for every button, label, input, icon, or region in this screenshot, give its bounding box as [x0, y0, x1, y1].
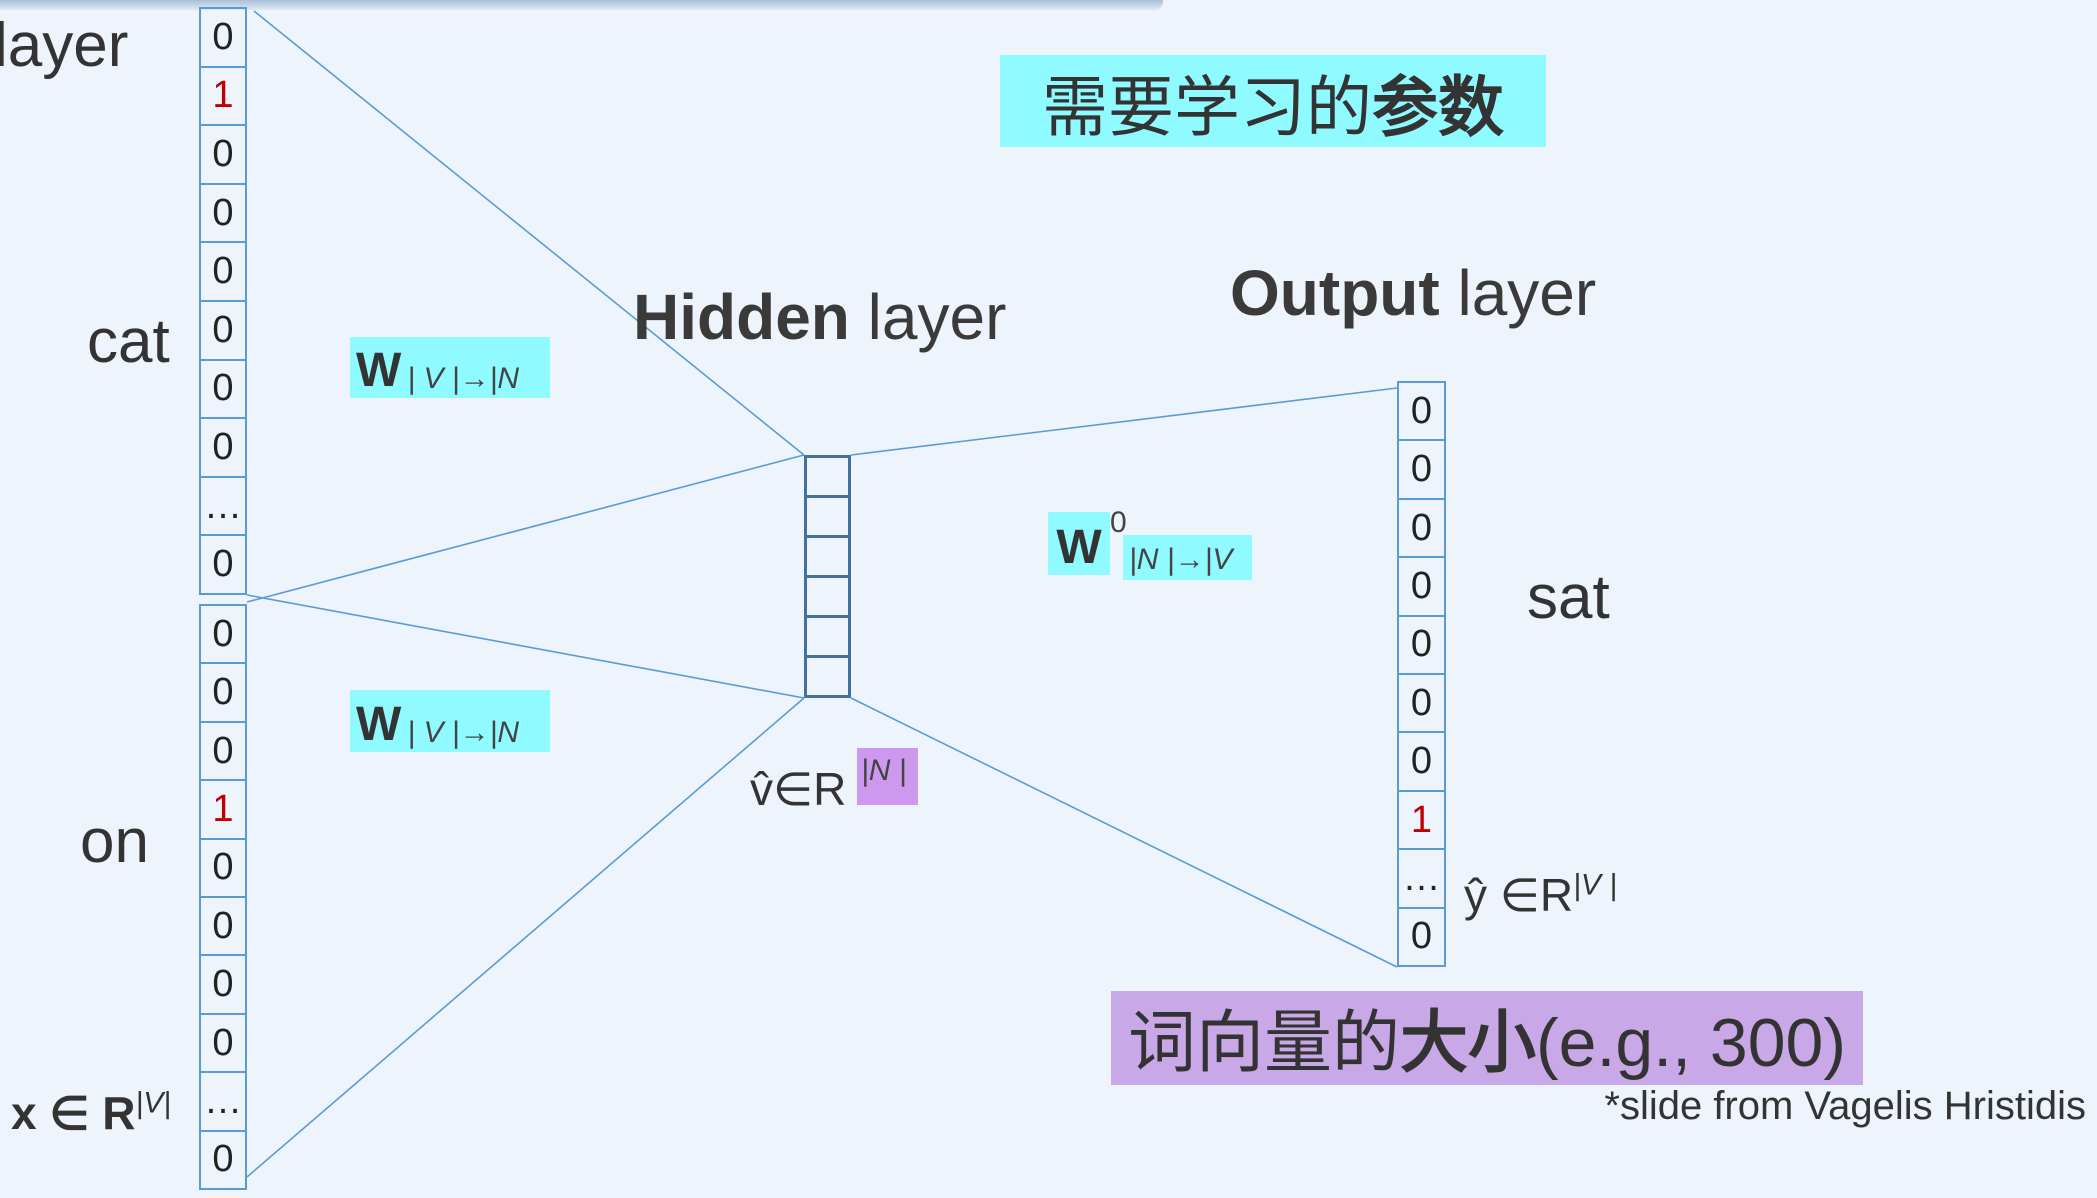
vector-cell: 0 — [1399, 441, 1444, 500]
vector-cell: … — [201, 478, 245, 537]
input-vector-math: x ∈ R|V| — [11, 1086, 171, 1140]
vector-cell: 0 — [201, 126, 245, 185]
vector-cell: 0 — [201, 723, 245, 782]
vector-cell: 0 — [1399, 558, 1444, 617]
word-on: on — [80, 807, 149, 876]
x-sup: |V| — [135, 1086, 172, 1120]
hidden-cell — [807, 538, 848, 578]
w-subscript: | V |→|N — [407, 362, 520, 395]
edge-cat-top-to-hidden — [253, 10, 805, 456]
x-math: x ∈ R — [11, 1087, 136, 1139]
params-normal: 需要学习的 — [1042, 70, 1372, 144]
hidden-cell — [807, 578, 848, 618]
size-bold: 大小 — [1400, 1005, 1537, 1081]
vector-cell: 0 — [201, 361, 245, 420]
y-math: ŷ ∈R — [1464, 869, 1574, 921]
vector-cell: 0 — [1399, 675, 1444, 734]
vector-cell: 0 — [201, 185, 245, 244]
size-normal: 词向量的 — [1128, 1005, 1401, 1081]
hidden-bold: Hidden — [633, 281, 850, 353]
vector-cell: 0 — [201, 419, 245, 478]
slide-credit: *slide from Vagelis Hristidis — [1604, 1084, 2086, 1128]
learned-params-callout: 需要学习的参数 — [1000, 55, 1546, 147]
hidden-dim-highlight: |N | — [857, 748, 918, 805]
w-out-subscript: |N |→|V — [1123, 535, 1252, 580]
vector-cell: 0 — [1410, 915, 1433, 958]
output-vector-math: ŷ ∈R|V | — [1464, 868, 1617, 922]
input-layer-label: layer — [0, 11, 129, 80]
vector-cell: 0 — [201, 606, 245, 665]
vector-cell: 0 — [201, 9, 245, 68]
vector-cell: 0 — [201, 898, 245, 957]
output-rest: layer — [1439, 257, 1597, 329]
params-bold: 参数 — [1372, 70, 1504, 144]
vector-size-callout: 词向量的大小(e.g., 300) — [1111, 991, 1863, 1085]
word-cat: cat — [87, 307, 170, 376]
vector-cell: … — [1399, 850, 1444, 909]
hidden-vector — [804, 455, 851, 698]
edge-hidden-to-output-top — [850, 387, 1398, 456]
vector-cell: 0 — [1399, 500, 1444, 559]
hidden-rest: layer — [849, 281, 1007, 353]
hidden-cell — [807, 498, 848, 538]
hidden-cell — [807, 658, 848, 695]
vector-cell: 0 — [212, 543, 234, 586]
output-layer-title: Output layer — [1230, 256, 1596, 330]
weight-matrix-output: W — [1048, 512, 1110, 575]
vector-cell: 1 — [201, 781, 245, 840]
vector-cell: 0 — [212, 1138, 234, 1181]
vector-cell: 0 — [1399, 617, 1444, 676]
v-math: v̂∈R — [750, 763, 847, 815]
hidden-vector-math: v̂∈R — [750, 762, 846, 816]
output-bold: Output — [1230, 257, 1440, 329]
edge-hidden-to-output-bottom — [850, 697, 1398, 968]
word-sat: sat — [1527, 563, 1610, 632]
edge-on-bottom-to-hidden — [246, 697, 805, 1178]
w-out-superscript: 0 — [1110, 506, 1127, 539]
weight-matrix-input-1: W| V |→|N — [350, 337, 550, 398]
vector-cell: 0 — [1399, 733, 1444, 792]
vector-cell: 0 — [201, 840, 245, 899]
weight-matrix-input-2: W| V |→|N — [350, 690, 550, 752]
edge-cat-bottom-to-hidden — [246, 454, 805, 603]
vector-cell: 0 — [201, 1015, 245, 1074]
edge-on-top-to-hidden — [246, 594, 805, 699]
hidden-cell — [807, 618, 848, 658]
vector-cell: 0 — [201, 664, 245, 723]
vector-cell: 0 — [1399, 383, 1444, 442]
vector-cell: 0 — [201, 302, 245, 361]
w-subscript: | V |→|N — [407, 716, 520, 749]
vector-cell: 1 — [1399, 792, 1444, 851]
hidden-layer-title: Hidden layer — [633, 280, 1006, 354]
vector-cell: 0 — [201, 956, 245, 1015]
vector-cell: 0 — [201, 243, 245, 302]
w-symbol: W — [356, 698, 402, 751]
slide-top-bar — [0, 0, 1163, 10]
vector-cell: 1 — [201, 68, 245, 127]
size-rest: (e.g., 300) — [1536, 1005, 1846, 1081]
y-sup: |V | — [1573, 868, 1618, 902]
w-symbol: W — [356, 344, 402, 397]
hidden-cell — [807, 458, 848, 498]
vector-cell: … — [201, 1073, 245, 1132]
